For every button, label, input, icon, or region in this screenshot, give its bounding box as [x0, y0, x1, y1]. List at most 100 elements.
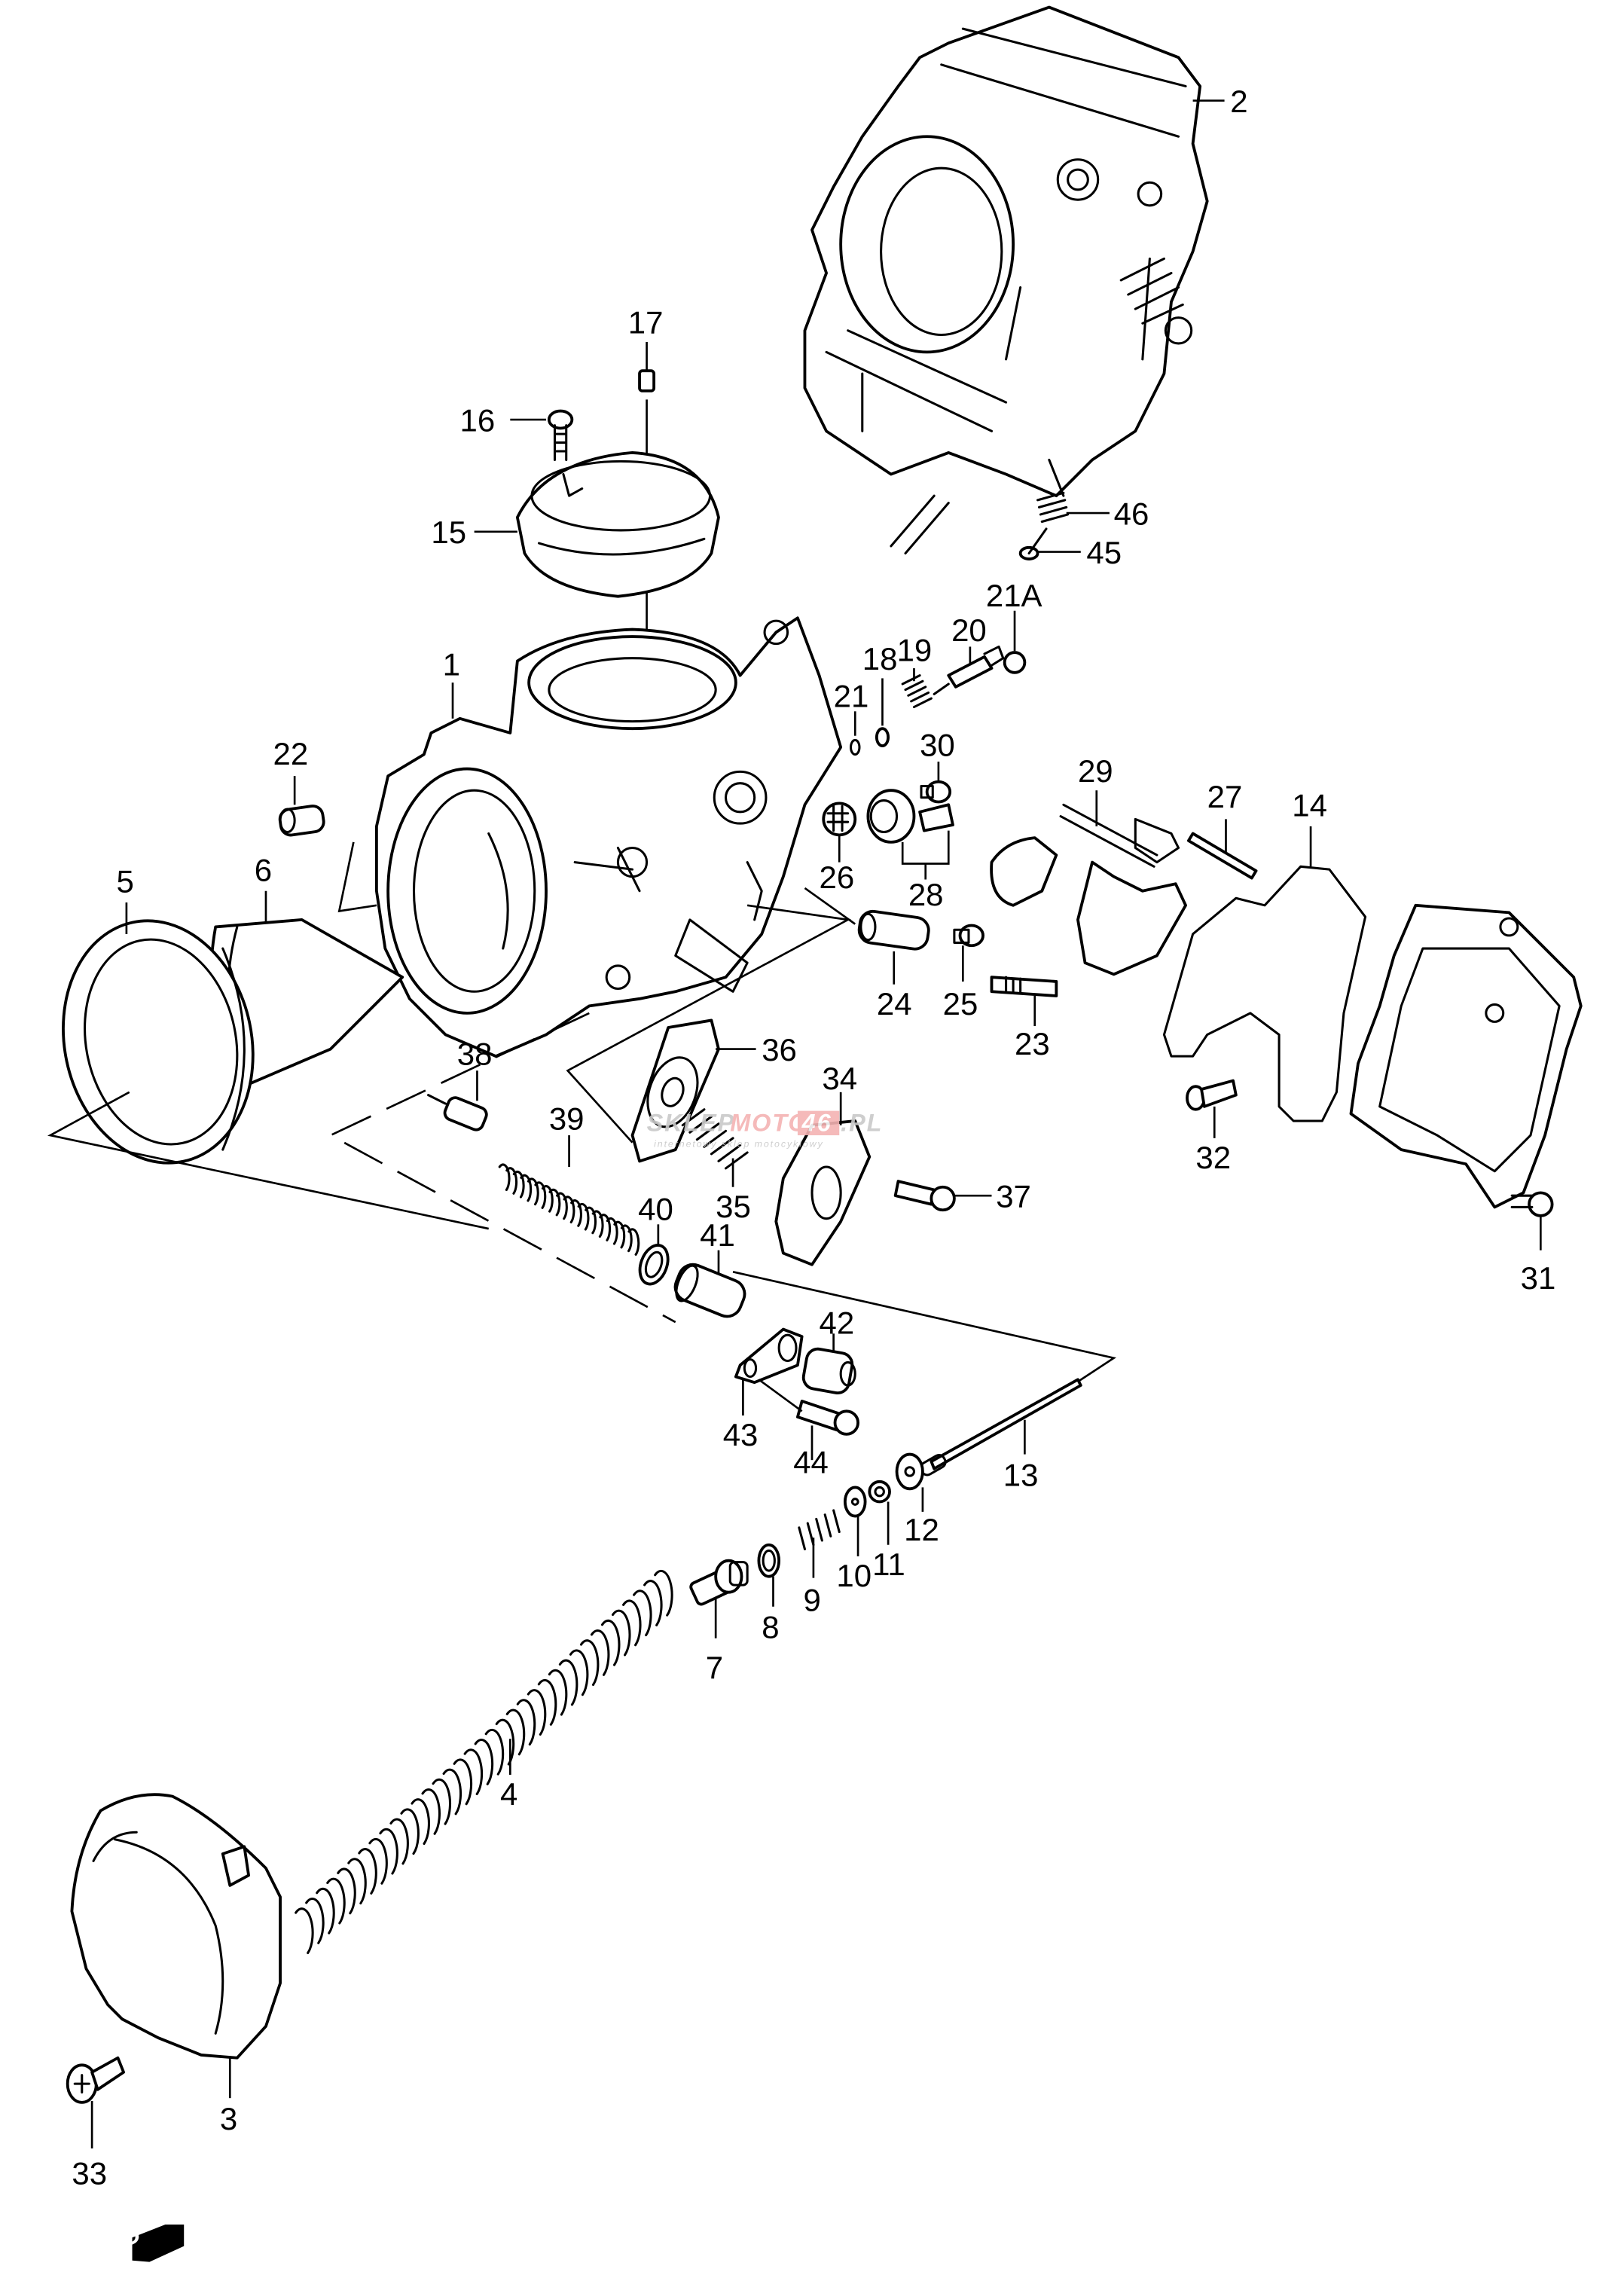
- part-9-spring: [798, 1509, 841, 1550]
- part-32-drain-screw: [1186, 1079, 1238, 1111]
- watermark-brand-part-2: MOTO: [730, 1109, 808, 1136]
- part-36-diaphragm: [630, 1018, 720, 1163]
- callout-23: 23: [1015, 1026, 1050, 1061]
- part-30-jet: [920, 780, 952, 804]
- group-bracket-36: [566, 904, 851, 1144]
- part-40-o-ring: [638, 1244, 670, 1286]
- callout-40: 40: [638, 1192, 673, 1227]
- group-bracket-5: [47, 1091, 489, 1230]
- part-13-jet-needle: [919, 1378, 1082, 1476]
- part-4-piston-spring: [295, 1569, 673, 1955]
- callout-3: 3: [220, 2101, 237, 2136]
- part-3-carburetor-top-cap: [70, 1793, 282, 2060]
- callout-1: 1: [443, 647, 460, 683]
- callout-46: 46: [1114, 496, 1149, 531]
- part-16-screw: [547, 409, 574, 461]
- callout-2: 2: [1230, 84, 1247, 119]
- callout-4: 4: [500, 1776, 517, 1812]
- part-41-starter-plunger-housing: [673, 1263, 746, 1318]
- part-24-needle-jet: [857, 909, 930, 951]
- part-22-bushing: [278, 805, 325, 837]
- part-7-needle-holder: [689, 1559, 749, 1606]
- watermark-badge: 46: [801, 1109, 832, 1136]
- callout-33: 33: [72, 2156, 107, 2191]
- callout-11: 11: [872, 1547, 905, 1582]
- part-10-washer: [843, 1486, 867, 1518]
- part-8-o-ring: [757, 1543, 781, 1578]
- group-bracket-41-13: [732, 1270, 1117, 1392]
- callout-35: 35: [716, 1189, 751, 1224]
- callout-28: 28: [908, 877, 944, 912]
- callout-21A: 21A: [986, 578, 1042, 613]
- part-37-screw: [893, 1180, 956, 1212]
- part-34-diaphragm-cover: [774, 1119, 872, 1266]
- part-18-washer: [875, 727, 890, 747]
- part-43-plate: [734, 1327, 804, 1385]
- part-45-screw: [1018, 527, 1048, 560]
- callout-22: 22: [273, 736, 309, 771]
- callout-14: 14: [1292, 788, 1327, 823]
- part-46-spring: [1036, 491, 1070, 524]
- callout-7: 7: [706, 1650, 723, 1685]
- callout-36: 36: [762, 1032, 797, 1067]
- part-42-cap: [801, 1347, 856, 1394]
- callout-38: 38: [457, 1037, 493, 1072]
- part-29-float: [990, 803, 1187, 976]
- callout-44: 44: [793, 1444, 829, 1480]
- watermark-brand-part-3: .PL: [841, 1109, 883, 1136]
- callout-30: 30: [920, 727, 955, 762]
- callout-43: 43: [723, 1417, 759, 1452]
- part-1-carburetor-body: [374, 616, 843, 1058]
- part-14-float-chamber-gasket: [1162, 865, 1367, 1122]
- callout-10: 10: [836, 1558, 872, 1593]
- callout-8: 8: [762, 1610, 779, 1645]
- callout-39: 39: [549, 1101, 585, 1136]
- part-38-plunger: [427, 1094, 488, 1131]
- callout-37: 37: [996, 1178, 1031, 1214]
- fwd-direction-arrow: FWD: [83, 2220, 185, 2268]
- callout-13: 13: [1003, 1458, 1039, 1493]
- watermark-tagline: internetowy sklep motocyklowy: [654, 1138, 823, 1149]
- part-21-o-ring: [849, 738, 861, 756]
- part-31-screw: [1510, 1191, 1554, 1217]
- watermark: SKLEP MOTO 46 .PL internetowy sklep moto…: [647, 1109, 883, 1149]
- part-39-spring: [498, 1163, 640, 1256]
- part-44-screw: [796, 1400, 859, 1436]
- part-35-spring: [681, 1108, 749, 1170]
- part-11-e-clip: [868, 1480, 891, 1504]
- callout-34: 34: [822, 1061, 857, 1096]
- fwd-label: FWD: [83, 2220, 145, 2268]
- callout-29: 29: [1078, 753, 1113, 789]
- part-26-filter: [822, 802, 857, 837]
- callout-20: 20: [951, 612, 987, 648]
- callout-21: 21: [834, 679, 869, 714]
- leader-24-link: [804, 887, 856, 925]
- leader-28: [901, 830, 950, 880]
- leader-43-44: [758, 1379, 803, 1412]
- callout-19: 19: [897, 633, 933, 668]
- part-float-chamber: [1349, 903, 1583, 1209]
- callout-12: 12: [904, 1512, 939, 1547]
- watermark-badge-bg: [797, 1110, 840, 1136]
- callout-32: 32: [1195, 1140, 1231, 1175]
- callout-16: 16: [460, 402, 496, 438]
- callout-15: 15: [431, 515, 466, 550]
- part-25-main-jet: [953, 924, 984, 948]
- callout-27: 27: [1207, 779, 1243, 814]
- callout-45: 45: [1086, 535, 1122, 570]
- part-27-float-pin: [1186, 832, 1258, 880]
- part-17-plug: [638, 369, 656, 392]
- part-21A-cap: [1003, 651, 1027, 674]
- part-12-washer: [895, 1452, 924, 1491]
- bracket-22: [337, 841, 377, 913]
- callout-26: 26: [820, 860, 855, 895]
- part-15-top-cover: [515, 451, 720, 598]
- part-23-pilot-jet: [990, 976, 1058, 997]
- callout-6: 6: [255, 852, 272, 887]
- callout-5: 5: [117, 864, 134, 899]
- watermark-brand-part-1: SKLEP: [647, 1109, 736, 1136]
- callout-42: 42: [820, 1305, 855, 1340]
- callout-9: 9: [804, 1582, 821, 1617]
- callout-18: 18: [862, 641, 898, 676]
